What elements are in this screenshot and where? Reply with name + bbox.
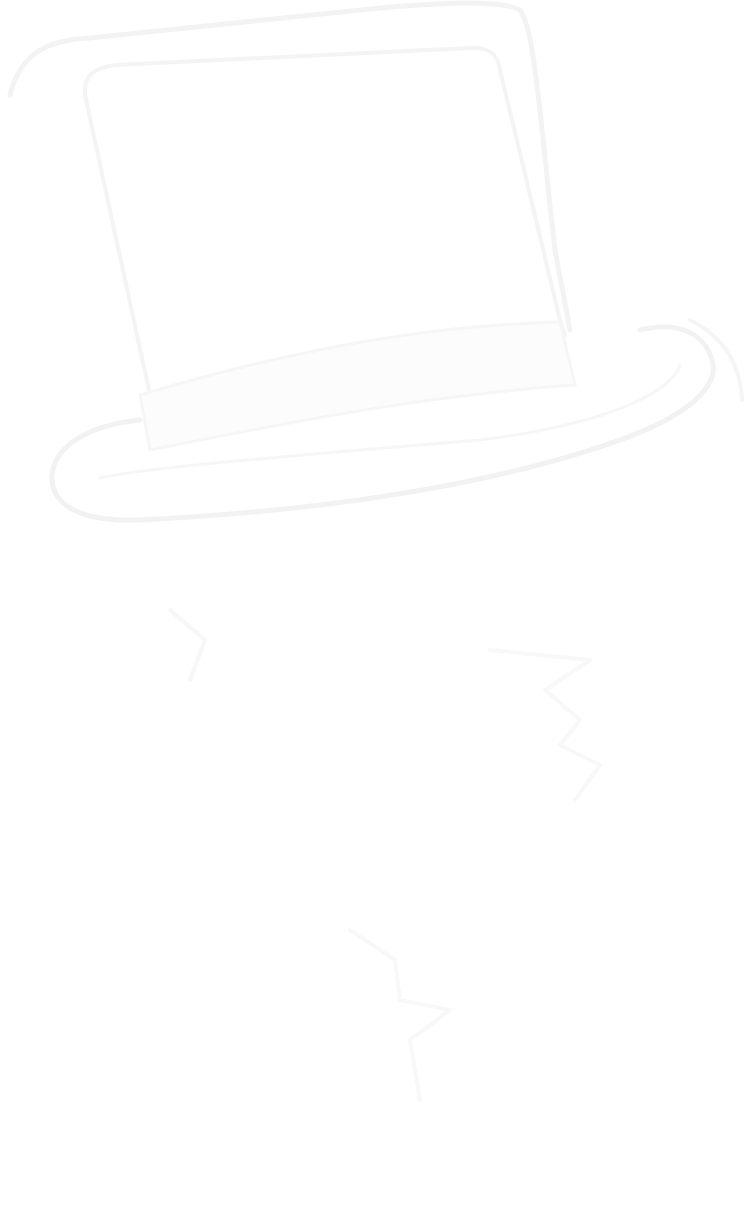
flourish-left	[168, 608, 207, 682]
hat-band	[138, 320, 577, 452]
flourish-right	[488, 648, 602, 802]
hat-brim	[49, 324, 716, 523]
hat-brim-right-end	[688, 318, 744, 402]
hat-brim-inner	[98, 363, 682, 480]
flourish-bottom	[348, 928, 452, 1102]
hat-crown-outer	[7, 0, 573, 333]
